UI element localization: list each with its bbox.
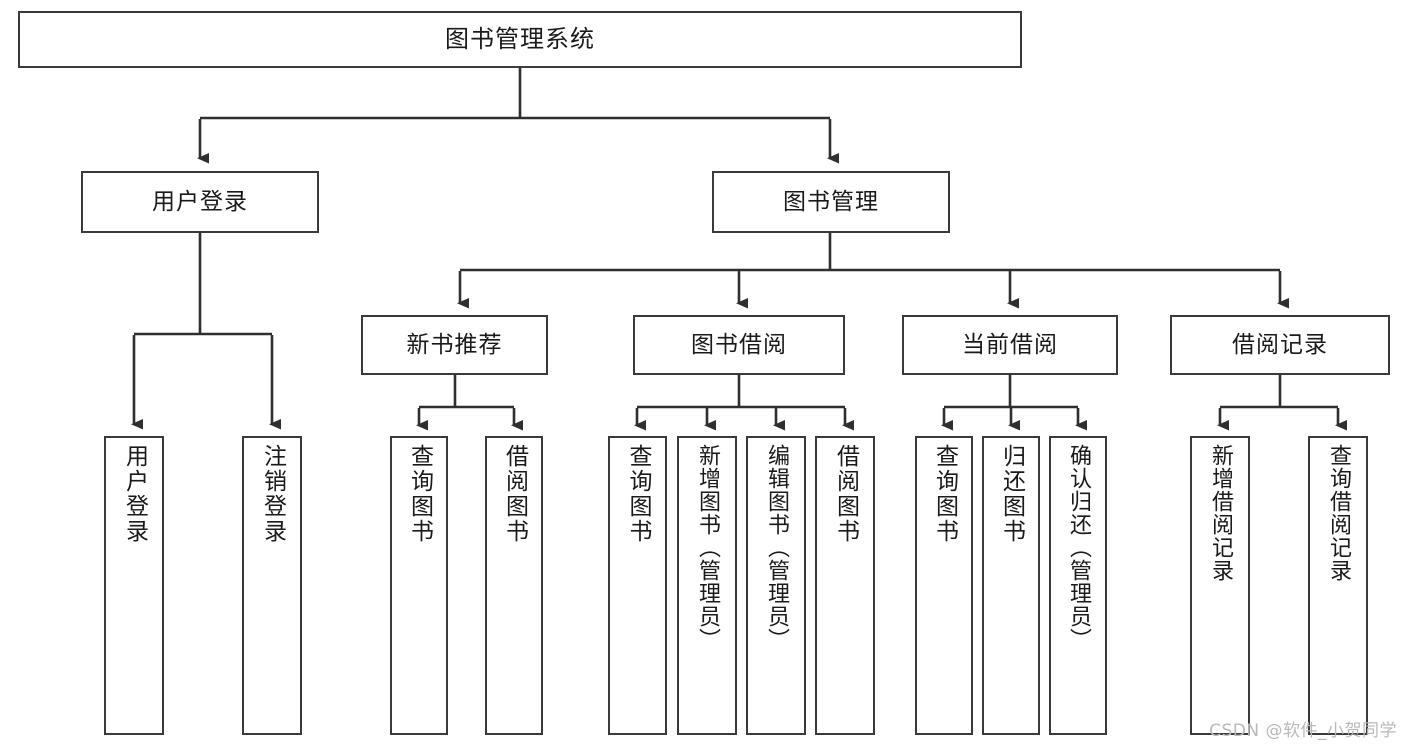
node-current-borrow[interactable]: 当前借阅 [902, 315, 1118, 375]
watermark: CSDN @软件_小贺同学 [1209, 721, 1397, 741]
node-leaf-confirm-return-label: 确认归还（管理员） [1066, 444, 1091, 651]
node-borrow-record[interactable]: 借阅记录 [1170, 315, 1390, 375]
node-leaf-add-book[interactable]: 新增图书（管理员） [677, 436, 737, 735]
node-borrow-record-label: 借阅记录 [1232, 331, 1328, 358]
node-new-book-rec-label: 新书推荐 [406, 331, 503, 358]
node-leaf-query-record-label: 查询借阅记录 [1326, 444, 1351, 582]
node-book-manage-label: 图书管理 [783, 188, 879, 215]
node-leaf-confirm-return[interactable]: 确认归还（管理员） [1049, 436, 1107, 735]
node-book-manage[interactable]: 图书管理 [712, 171, 950, 233]
node-current-borrow-label: 当前借阅 [962, 331, 1058, 358]
node-leaf-user-login-label: 用户登录 [121, 444, 148, 544]
node-leaf-borrow-book-1[interactable]: 借阅图书 [485, 436, 543, 735]
node-leaf-query-book-1-label: 查询图书 [406, 444, 433, 544]
node-leaf-borrow-book-1-label: 借阅图书 [501, 444, 528, 544]
node-leaf-query-book-3-label: 查询图书 [931, 444, 958, 544]
node-leaf-query-book-2-label: 查询图书 [625, 444, 651, 544]
node-user-login[interactable]: 用户登录 [81, 171, 319, 233]
node-leaf-borrow-book-2-label: 借阅图书 [832, 444, 859, 544]
node-leaf-add-book-label: 新增图书（管理员） [695, 444, 720, 651]
node-root-label: 图书管理系统 [445, 24, 595, 53]
node-leaf-query-record[interactable]: 查询借阅记录 [1308, 436, 1368, 735]
node-leaf-user-login[interactable]: 用户登录 [104, 436, 164, 735]
node-leaf-add-record[interactable]: 新增借阅记录 [1190, 436, 1250, 735]
node-book-borrow[interactable]: 图书借阅 [633, 315, 845, 375]
node-leaf-edit-book-label: 编辑图书（管理员） [764, 444, 789, 651]
node-leaf-logout[interactable]: 注销登录 [242, 436, 302, 735]
node-leaf-logout-label: 注销登录 [259, 444, 286, 544]
node-leaf-edit-book[interactable]: 编辑图书（管理员） [746, 436, 806, 735]
node-leaf-add-record-label: 新增借阅记录 [1208, 444, 1233, 582]
node-root[interactable]: 图书管理系统 [18, 11, 1022, 68]
node-user-login-label: 用户登录 [152, 188, 248, 215]
node-leaf-return-book-label: 归还图书 [998, 444, 1025, 544]
node-leaf-borrow-book-2[interactable]: 借阅图书 [815, 436, 875, 735]
node-leaf-query-book-1[interactable]: 查询图书 [390, 436, 448, 735]
node-leaf-query-book-2[interactable]: 查询图书 [608, 436, 667, 735]
node-book-borrow-label: 图书借阅 [691, 331, 787, 358]
node-new-book-rec[interactable]: 新书推荐 [361, 315, 548, 375]
node-leaf-return-book[interactable]: 归还图书 [982, 436, 1040, 735]
node-leaf-query-book-3[interactable]: 查询图书 [915, 436, 973, 735]
